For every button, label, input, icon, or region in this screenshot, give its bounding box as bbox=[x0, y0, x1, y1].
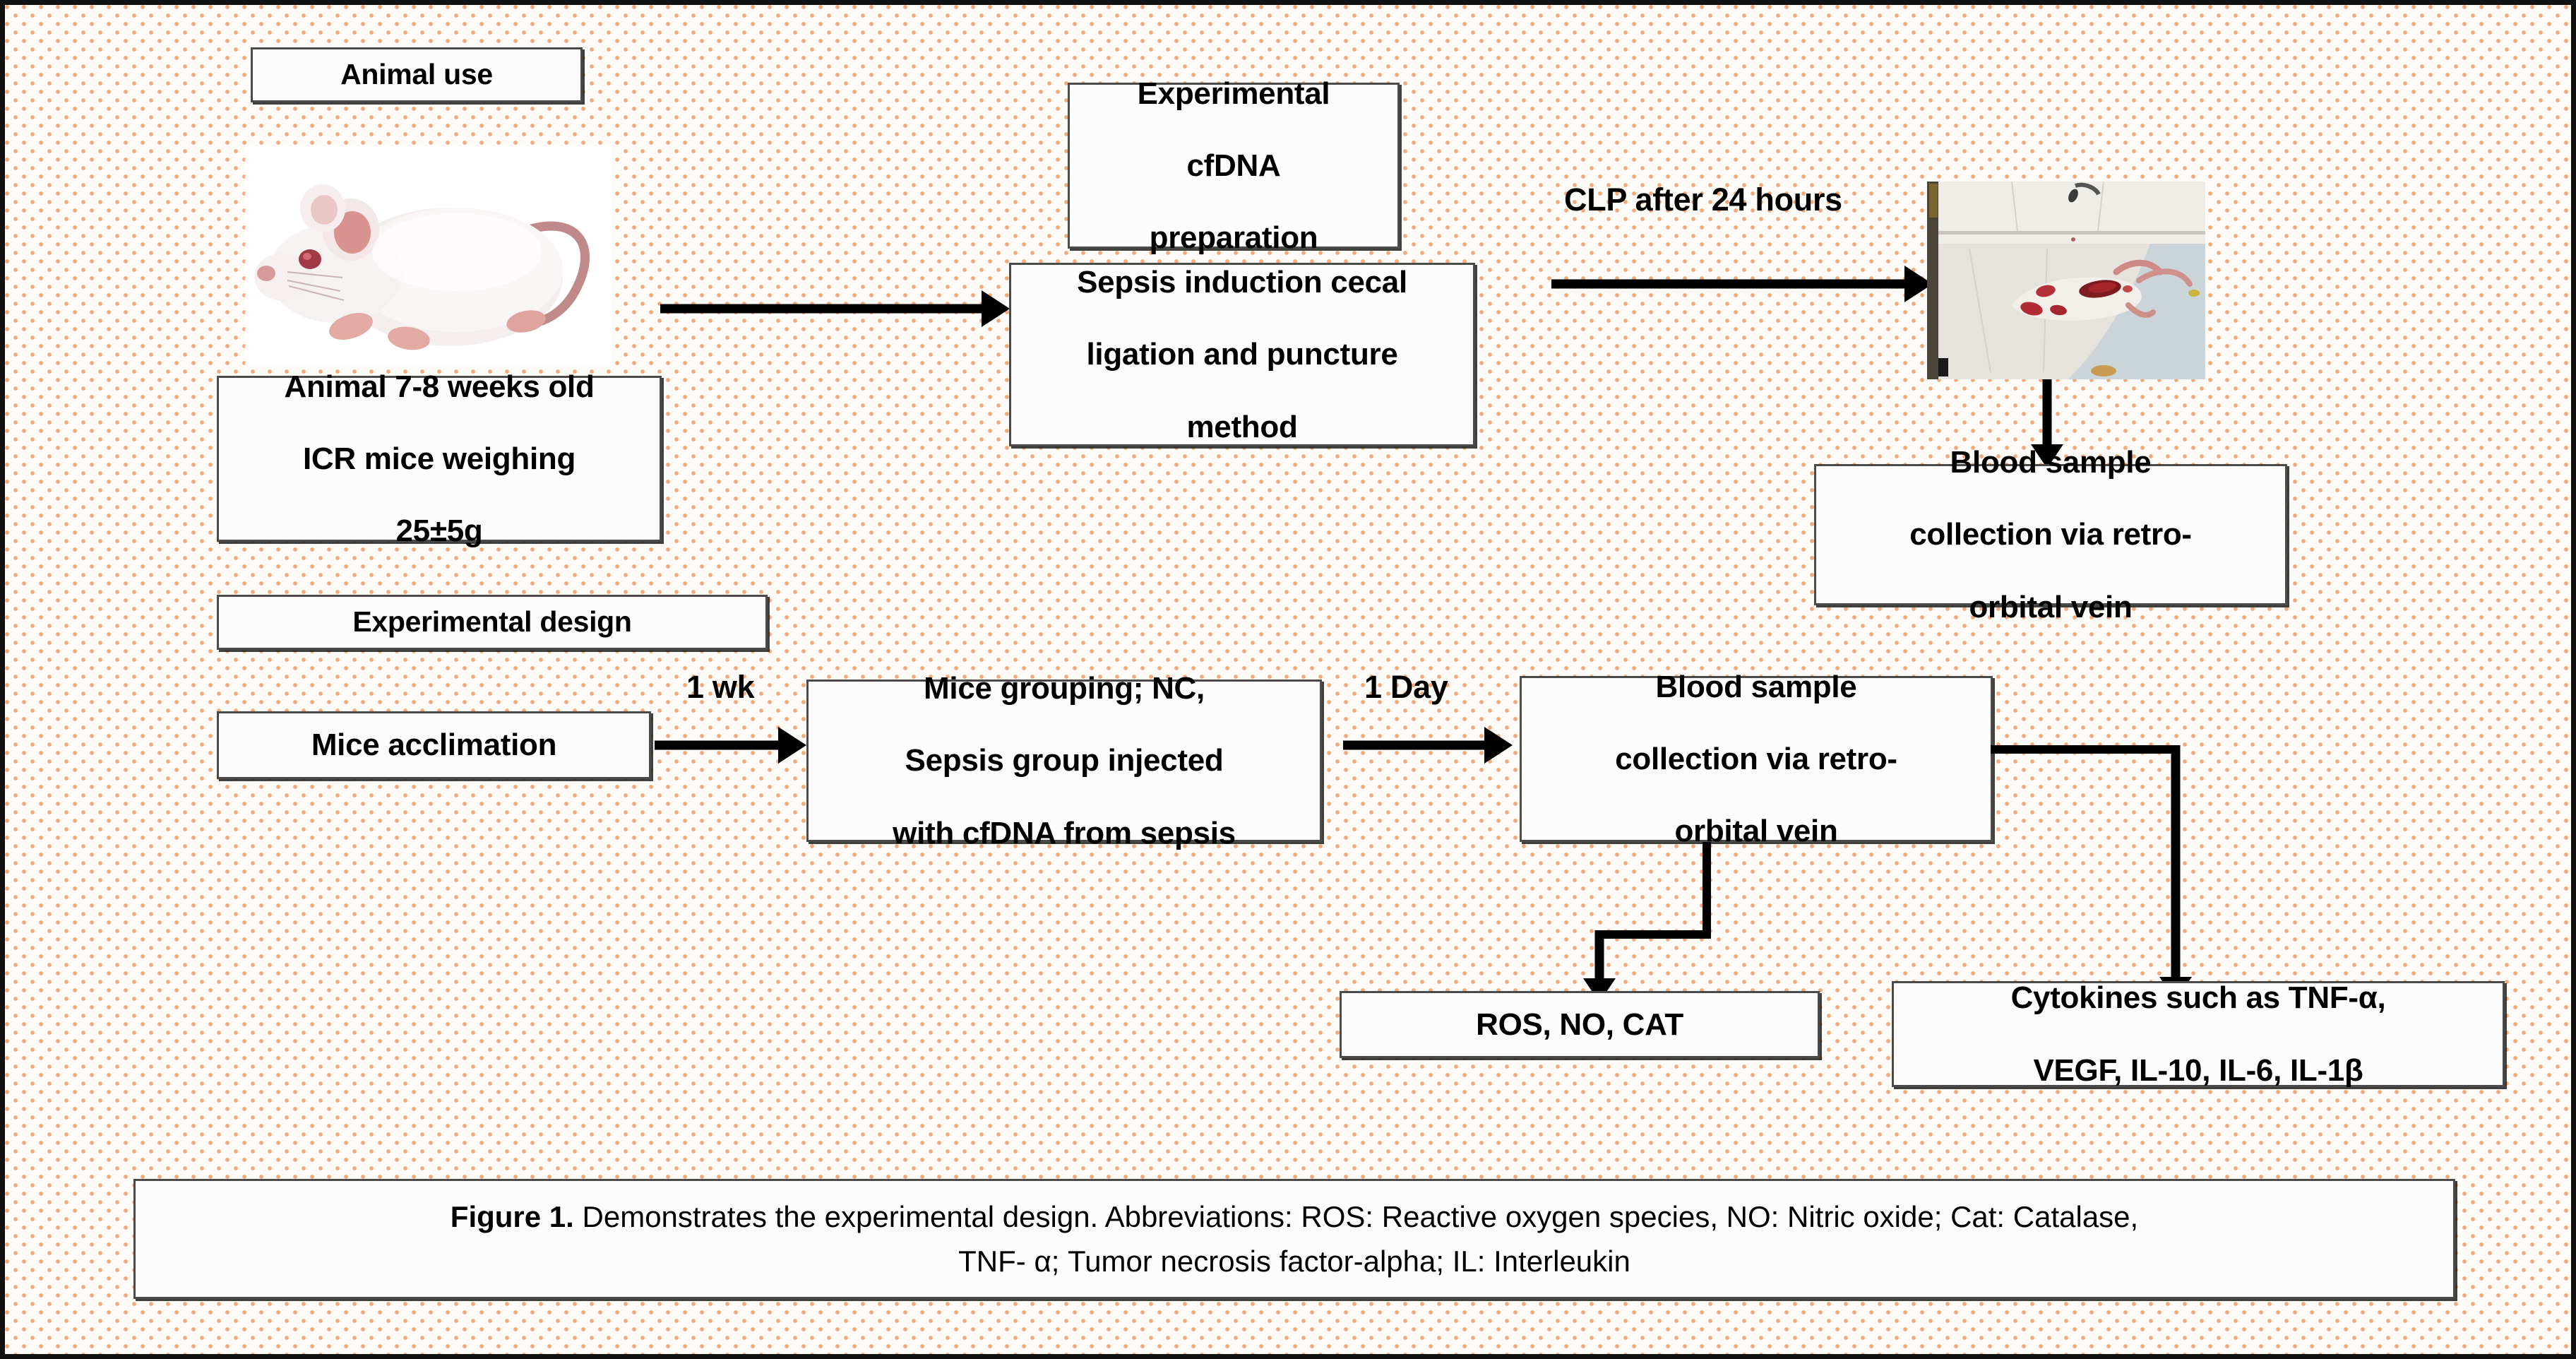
connector-cytokines-horizontal bbox=[1991, 745, 2180, 754]
line-1: Blood sample bbox=[1655, 669, 1857, 704]
line-2: collection via retro- bbox=[1615, 741, 1897, 776]
box-ros-no-cat-label: ROS, NO, CAT bbox=[1476, 1007, 1683, 1042]
line-3: 25±5g bbox=[395, 514, 483, 549]
box-experimental-design: Experimental design bbox=[217, 595, 768, 650]
box-blood-sample-top: Blood sample collection via retro- orbit… bbox=[1814, 445, 2287, 624]
line-1: Blood sample bbox=[1950, 445, 2152, 480]
box-sepsis-induction-label: Sepsis induction cecal ligation and punc… bbox=[1021, 264, 1463, 444]
box-blood-sample-bottom-label: Blood sample collection via retro- orbit… bbox=[1532, 669, 1981, 849]
line-3: method bbox=[1186, 409, 1298, 444]
figure-caption-line1: Demonstrates the experimental design. Ab… bbox=[573, 1200, 2139, 1233]
line-2: collection via retro- bbox=[1909, 517, 2192, 552]
line-2: ligation and puncture bbox=[1086, 337, 1398, 372]
mouse-illustration-svg bbox=[245, 146, 612, 365]
box-mice-grouping: Mice grouping; NC, Sepsis group injected… bbox=[806, 671, 1322, 850]
box-animal-specification-label: Animal 7-8 weeks old ICR mice weighing 2… bbox=[229, 369, 650, 549]
clp-surgery-photo bbox=[1927, 182, 2205, 379]
box-mice-grouping-label: Mice grouping; NC, Sepsis group injected… bbox=[818, 670, 1310, 850]
clp-photo-svg bbox=[1927, 182, 2205, 379]
figure-caption-line2: TNF- α; Tumor necrosis factor-alpha; IL:… bbox=[958, 1245, 1630, 1278]
line-1: Mice grouping; NC, bbox=[924, 671, 1205, 706]
line-1: Cytokines such as TNF-α, bbox=[2010, 980, 2386, 1016]
box-mice-acclimation-label: Mice acclimation bbox=[311, 728, 557, 763]
figure-caption: Figure 1. Demonstrates the experimental … bbox=[133, 1179, 2455, 1299]
line-1: Sepsis induction cecal bbox=[1077, 265, 1407, 300]
box-cfdna-preparation-label: Experimental cfDNA preparation bbox=[1080, 76, 1388, 256]
line-3: preparation bbox=[1149, 220, 1318, 256]
box-blood-sample-bottom: Blood sample collection via retro- orbit… bbox=[1520, 670, 1993, 848]
figure-caption-label: Figure 1. bbox=[450, 1200, 574, 1233]
box-animal-specification: Animal 7-8 weeks old ICR mice weighing 2… bbox=[217, 369, 662, 548]
line-1: Animal 7-8 weeks old bbox=[284, 369, 595, 404]
connector-ros-vertical-upper bbox=[1703, 842, 1711, 939]
line-2: ICR mice weighing bbox=[302, 441, 576, 476]
box-animal-use-label: Animal use bbox=[340, 58, 493, 91]
edge-label-one-week: 1 wk bbox=[686, 669, 755, 705]
line-2: cfDNA bbox=[1186, 148, 1281, 183]
connector-ros-horizontal bbox=[1595, 930, 1711, 939]
edge-label-clp: CLP after 24 hours bbox=[1564, 182, 1842, 218]
box-mice-acclimation: Mice acclimation bbox=[217, 711, 651, 779]
box-cytokines: Cytokines such as TNF-α, VEGF, IL-10, IL… bbox=[1892, 980, 2505, 1088]
line-2: VEGF, IL-10, IL-6, IL-1β bbox=[2033, 1052, 2363, 1088]
edge-label-one-day: 1 Day bbox=[1364, 669, 1448, 705]
figure-caption-text: Figure 1. Demonstrates the experimental … bbox=[451, 1194, 2138, 1283]
box-sepsis-induction: Sepsis induction cecal ligation and punc… bbox=[1009, 263, 1475, 446]
line-3: with cfDNA from sepsis bbox=[893, 815, 1236, 850]
box-blood-sample-top-label: Blood sample collection via retro- orbit… bbox=[1826, 444, 2275, 624]
box-ros-no-cat: ROS, NO, CAT bbox=[1340, 991, 1820, 1058]
line-3: orbital vein bbox=[1674, 814, 1838, 849]
box-cfdna-preparation: Experimental cfDNA preparation bbox=[1068, 76, 1400, 255]
mouse-photo bbox=[245, 146, 612, 365]
line-1: Experimental bbox=[1137, 76, 1330, 111]
box-experimental-design-label: Experimental design bbox=[352, 605, 632, 639]
line-3: orbital vein bbox=[1969, 589, 2133, 624]
box-cytokines-label: Cytokines such as TNF-α, VEGF, IL-10, IL… bbox=[1904, 980, 2493, 1088]
line-2: Sepsis group injected bbox=[905, 743, 1224, 778]
box-animal-use: Animal use bbox=[251, 47, 583, 102]
